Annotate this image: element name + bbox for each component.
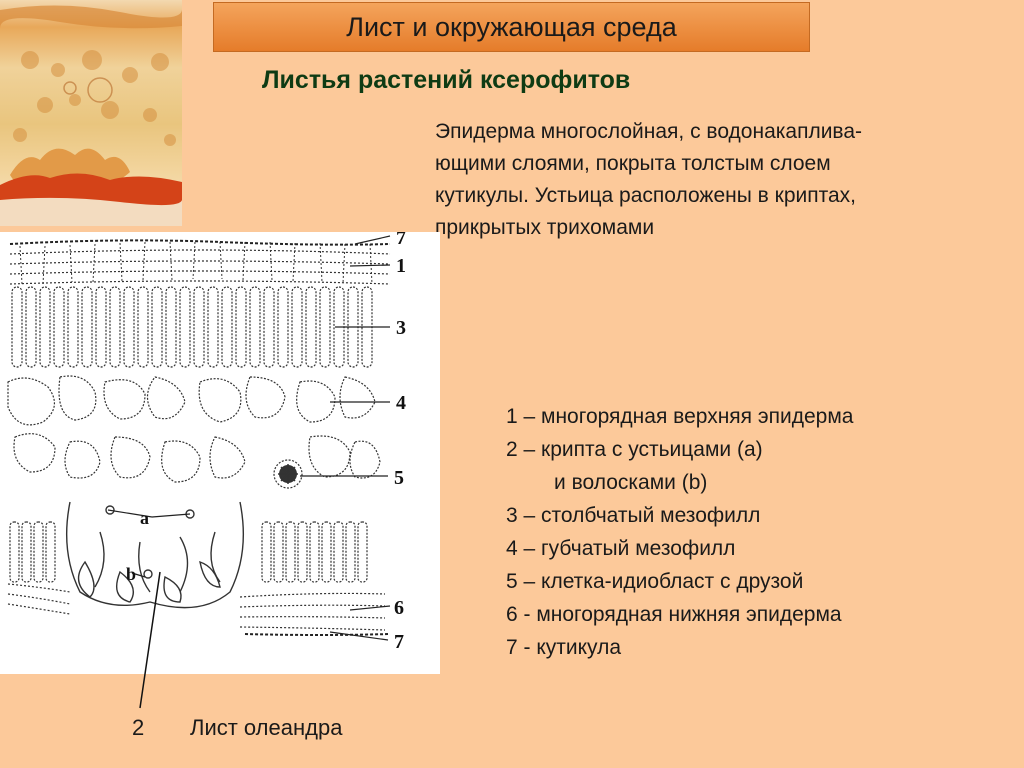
legend-item-6: 6 - многорядная нижняя эпидерма xyxy=(506,603,842,626)
description-text: Эпидерма многослойная, с водонакаплива- … xyxy=(435,120,863,239)
legend-item-4: 4 – губчатый мезофилл xyxy=(506,537,736,560)
diagram-label-b: b xyxy=(126,564,136,584)
legend-item-1: 1 – многорядная верхняя эпидерма xyxy=(506,405,854,428)
epidermis-cell-walls xyxy=(19,241,373,285)
caption-text: Лист олеандра xyxy=(190,715,343,740)
page-subtitle: Листья растений ксерофитов xyxy=(262,66,631,94)
legend-list: 1 – многорядная верхняя эпидерма 2 – кри… xyxy=(506,400,853,664)
diagram-label-5: 5 xyxy=(394,467,404,489)
leaf-cross-section-diagram: 7 1 3 4 5 6 7 a b xyxy=(0,227,440,674)
legend-item-2: 2 – крипта с устьицами (a) xyxy=(506,438,763,461)
legend-item-2-continued: и волосками (b) xyxy=(554,471,708,494)
cuticle-bottom xyxy=(244,633,391,636)
upper-epidermis xyxy=(9,249,391,285)
diagram-label-a: a xyxy=(140,508,149,528)
cuticle-top xyxy=(9,239,391,246)
caption-number: 2 xyxy=(132,715,145,740)
diagram-label-6: 6 xyxy=(394,597,404,619)
diagram-label-4: 4 xyxy=(396,392,406,414)
lower-palisade xyxy=(9,521,368,583)
page-title: Лист и окружающая среда xyxy=(346,11,677,42)
leaf-micrograph-photo xyxy=(0,0,182,226)
idioblast-druse xyxy=(273,459,303,489)
palisade-mesophyll xyxy=(11,286,373,368)
diagram-label-7-bottom: 7 xyxy=(394,631,404,653)
crypt-with-trichomes xyxy=(66,501,244,609)
legend-item-3: 3 – столбчатый мезофилл xyxy=(506,504,761,527)
spongy-mesophyll xyxy=(7,375,381,483)
diagram-label-1: 1 xyxy=(396,255,406,277)
legend-item-5: 5 – клетка-идиобласт с друзой xyxy=(506,570,804,593)
diagram-label-3: 3 xyxy=(396,317,406,339)
lower-epidermis xyxy=(7,583,386,631)
title-bar: Лист и окружающая среда xyxy=(213,2,810,52)
diagram-label-7-top: 7 xyxy=(396,232,406,249)
legend-item-7: 7 - кутикула xyxy=(506,636,622,659)
